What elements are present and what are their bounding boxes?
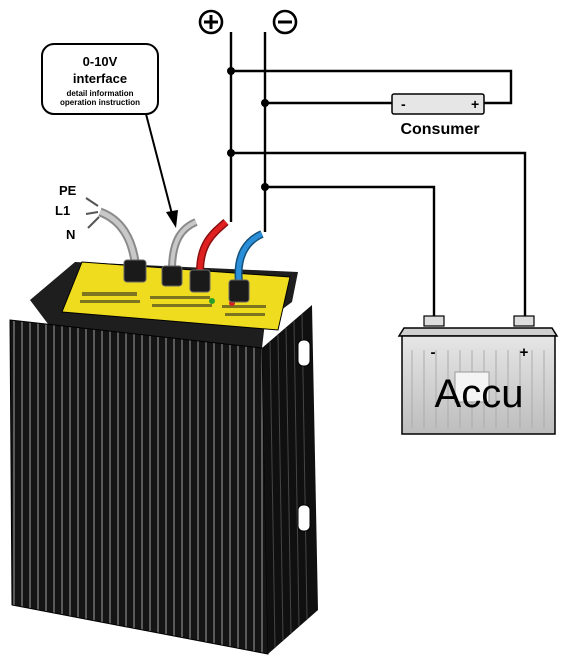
callout-arrow xyxy=(145,113,178,228)
consumer-label: Consumer xyxy=(400,121,479,138)
callout-line1: detail information xyxy=(66,89,133,98)
device-heatsink xyxy=(9,261,318,655)
consumer-minus: - xyxy=(401,96,406,112)
accu-minus: - xyxy=(431,344,436,361)
callout-line2: operation instruction xyxy=(60,98,140,107)
mains-cable xyxy=(85,197,147,283)
plus-symbol-icon xyxy=(198,9,224,35)
dc-bus-lines xyxy=(229,32,527,318)
callout-title: 0-10V xyxy=(83,54,118,69)
mains-l1-label: L1 xyxy=(55,203,70,218)
interface-cable xyxy=(161,218,198,287)
mains-n-label: N xyxy=(66,227,75,242)
minus-symbol-icon xyxy=(272,9,298,35)
callout-subtitle: interface xyxy=(73,71,127,86)
negative-cable xyxy=(228,230,264,303)
positive-cable xyxy=(189,218,229,293)
mains-pe-label: PE xyxy=(59,183,77,198)
bus-junction-dots xyxy=(227,67,269,191)
interface-callout: 0-10V interface detail information opera… xyxy=(41,43,159,115)
consumer-plus: + xyxy=(471,96,479,112)
accu-plus: + xyxy=(520,344,529,361)
accu-label: Accu xyxy=(435,372,524,416)
consumer-box: - + xyxy=(391,93,485,115)
accu-battery: - + Accu xyxy=(397,315,559,435)
